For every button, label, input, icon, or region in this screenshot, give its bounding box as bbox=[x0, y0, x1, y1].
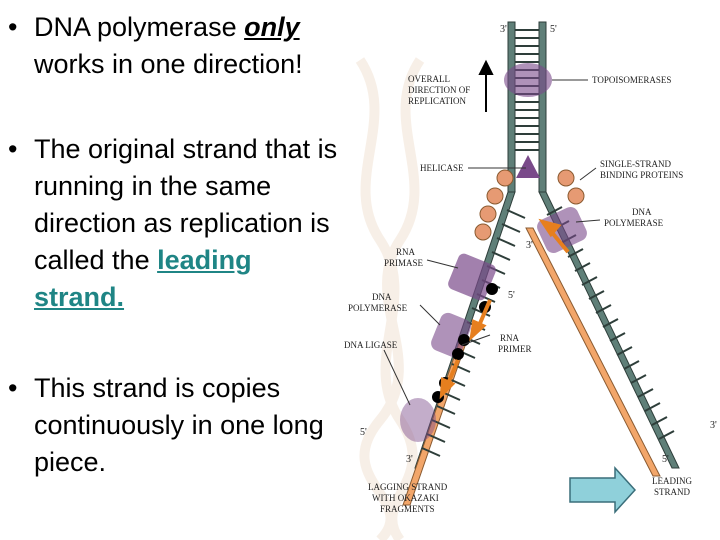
helicase-shape bbox=[516, 155, 540, 178]
label-lagging-strand: LAGGING STRAND bbox=[368, 482, 448, 492]
dna-ligase-shape bbox=[400, 398, 436, 442]
leading-template-strand bbox=[525, 191, 680, 477]
label-with-okazaki: WITH OKAZAKI bbox=[372, 493, 439, 503]
topoisomerase-shape bbox=[504, 63, 552, 97]
dna-polymerase-lagging-shape bbox=[431, 312, 471, 358]
label-leading: LEADING bbox=[652, 476, 692, 486]
label-binding-proteins: BINDING PROTEINS bbox=[600, 170, 683, 180]
label-strand: STRAND bbox=[654, 487, 691, 497]
label-primase: PRIMASE bbox=[384, 258, 424, 268]
label-rna-primer-rna: RNA bbox=[500, 333, 520, 343]
bullet-dot-icon: • bbox=[8, 12, 18, 42]
end-marker-bottom-3: 3' bbox=[406, 454, 413, 465]
direction-arrow-icon bbox=[478, 59, 494, 112]
ssb-proteins bbox=[474, 169, 585, 241]
dna-polymerase-leading-shape bbox=[537, 207, 587, 253]
end-marker-mid-5: 5' bbox=[508, 290, 515, 301]
label-rna-primase-rna: RNA bbox=[396, 247, 416, 257]
end-marker-top-5: 5' bbox=[550, 24, 557, 35]
bullet-text-segment: DNA polymerase bbox=[34, 12, 245, 42]
label-primer: PRIMER bbox=[498, 344, 532, 354]
leading-arrow bbox=[538, 218, 570, 254]
label-dna-left: DNA bbox=[372, 292, 392, 302]
end-marker-left-5: 5' bbox=[360, 427, 367, 438]
bullet-text: DNA polymerase only works in one directi… bbox=[34, 9, 348, 83]
label-polymerase-right: POLYMERASE bbox=[604, 218, 664, 228]
bullet-dot-icon: • bbox=[8, 134, 18, 164]
bullet-text: The original strand that is running in t… bbox=[34, 131, 348, 316]
end-marker-mid-3: 3' bbox=[526, 240, 533, 251]
dna-replication-figure: OVERALL DIRECTION OF REPLICATION TOPOISO… bbox=[344, 21, 717, 540]
label-dna-ligase: DNA LIGASE bbox=[344, 340, 398, 350]
bullet-text-segment: The original strand that is running in t… bbox=[34, 134, 338, 275]
bullet-list: • DNA polymerase only works in one direc… bbox=[0, 0, 350, 540]
label-helicase: HELICASE bbox=[420, 163, 464, 173]
bullet-text: This strand is copies continuously in on… bbox=[34, 373, 324, 477]
label-dna-right: DNA bbox=[632, 207, 652, 217]
leading-strand-term: leading strand. bbox=[34, 245, 252, 312]
label-replication: REPLICATION bbox=[408, 96, 466, 106]
end-marker-right-5: 5' bbox=[662, 454, 669, 465]
background-helix bbox=[355, 57, 425, 540]
label-single-strand: SINGLE-STRAND bbox=[600, 159, 671, 169]
label-direction-of: DIRECTION OF bbox=[408, 85, 470, 95]
emphasis-only: only bbox=[244, 12, 300, 42]
okazaki-arrows bbox=[439, 299, 492, 400]
bullet-text-segment: works in one direction! bbox=[34, 49, 303, 79]
leader-lines bbox=[383, 79, 601, 406]
bullet-dot-icon: • bbox=[8, 373, 18, 403]
next-arrow-icon[interactable] bbox=[569, 466, 637, 514]
label-polymerase-left: POLYMERASE bbox=[348, 303, 408, 313]
label-topoisomerases: TOPOISOMERASES bbox=[592, 75, 671, 85]
end-marker-top-3: 3' bbox=[500, 24, 507, 35]
label-fragments: FRAGMENTS bbox=[380, 504, 435, 514]
rna-primase-shape bbox=[448, 253, 496, 301]
end-marker-right-3: 3' bbox=[710, 420, 717, 431]
label-overall: OVERALL bbox=[408, 74, 450, 84]
